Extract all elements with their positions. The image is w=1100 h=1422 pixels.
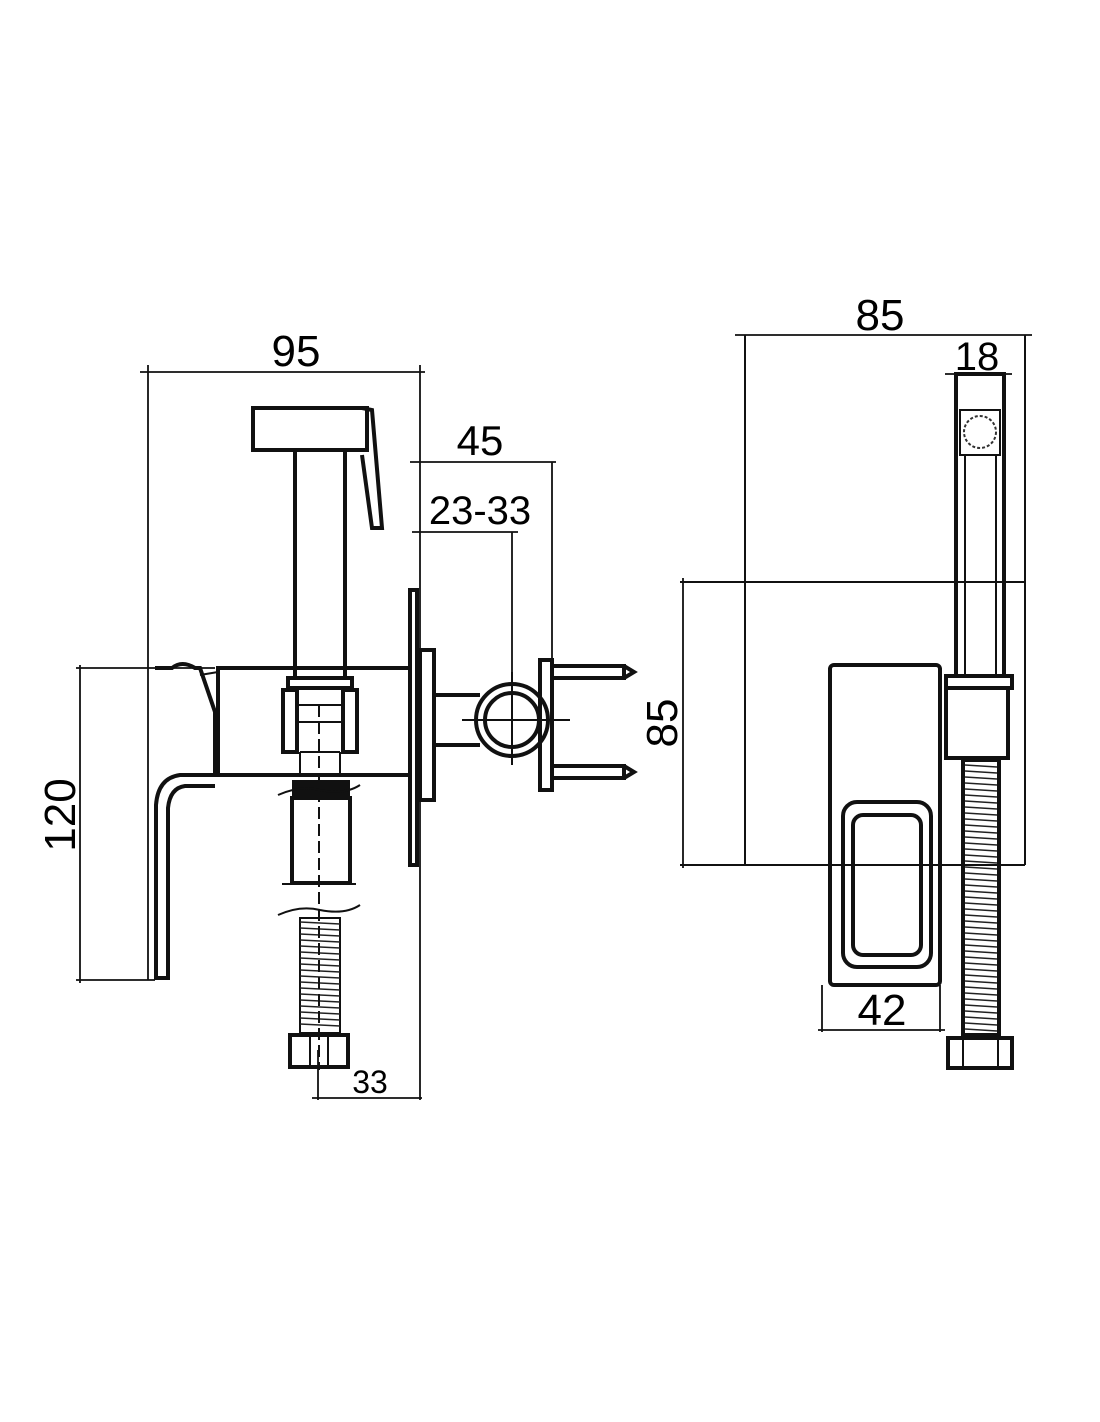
hose-coil bbox=[964, 812, 998, 816]
hose-coil bbox=[964, 818, 998, 822]
lever-handle-side bbox=[154, 662, 217, 980]
wall-holder bbox=[408, 588, 638, 867]
hose-coil bbox=[964, 890, 998, 894]
dimension-23-33: 23-33 bbox=[412, 489, 531, 690]
hose-coil bbox=[964, 896, 998, 900]
hose-coil bbox=[964, 956, 998, 960]
hose-coil bbox=[964, 872, 998, 876]
hose-coil bbox=[299, 1005, 341, 1009]
hose-coil bbox=[964, 878, 998, 882]
side-view: 95 45 23-33 120 33 bbox=[36, 327, 638, 1100]
lever-handle-front bbox=[828, 663, 942, 987]
hose-coil bbox=[964, 938, 998, 942]
dimension-label-front-width: 85 bbox=[856, 291, 905, 340]
spray-nozzle-icon bbox=[963, 415, 997, 449]
hose-coil bbox=[964, 782, 998, 786]
hand-shower-front bbox=[944, 372, 1014, 760]
hose-coil bbox=[964, 944, 998, 948]
hose-coil bbox=[964, 824, 998, 828]
hose-nut bbox=[946, 1036, 1014, 1070]
screw-top bbox=[550, 664, 638, 680]
hose-coil bbox=[964, 974, 998, 978]
hose-coil bbox=[299, 1023, 341, 1027]
dimension-42: 42 bbox=[818, 985, 945, 1035]
hand-shower-side bbox=[251, 406, 385, 678]
hose-coil bbox=[964, 788, 998, 792]
dimension-label-projection: 45 bbox=[457, 417, 504, 464]
hose-coil bbox=[964, 884, 998, 888]
hose-coil bbox=[964, 776, 998, 780]
hose-coil bbox=[964, 968, 998, 972]
dimension-label-width: 95 bbox=[272, 327, 321, 376]
dimension-label-handshower-width: 18 bbox=[955, 335, 1000, 379]
inlet-pipe bbox=[277, 705, 361, 1070]
dimension-label-outlet-offset: 33 bbox=[352, 1064, 388, 1100]
hose-coil bbox=[964, 866, 998, 870]
hose-coil bbox=[964, 860, 998, 864]
dimension-85-vertical: 85 bbox=[638, 578, 687, 868]
hose-coil bbox=[964, 986, 998, 990]
dimension-label-height: 120 bbox=[36, 778, 85, 851]
dimension-label-lever-width: 42 bbox=[858, 986, 907, 1035]
hose-coil bbox=[964, 806, 998, 810]
hose-coil bbox=[964, 962, 998, 966]
hose-coil bbox=[964, 1016, 998, 1020]
hose-coil bbox=[964, 992, 998, 996]
cartridge bbox=[281, 676, 359, 775]
hose-coil bbox=[964, 842, 998, 846]
hose-coil bbox=[964, 920, 998, 924]
hose-coil bbox=[964, 836, 998, 840]
hose-coil bbox=[964, 914, 998, 918]
hose-coil bbox=[964, 980, 998, 984]
hose-coil bbox=[964, 902, 998, 906]
dimension-33: 33 bbox=[312, 1050, 422, 1100]
hose-coil bbox=[964, 1010, 998, 1014]
dimension-45: 45 bbox=[410, 417, 556, 660]
hose-coil bbox=[964, 770, 998, 774]
hose-coil bbox=[964, 800, 998, 804]
hose-coil bbox=[964, 932, 998, 936]
hose-coil bbox=[964, 830, 998, 834]
hose-coil bbox=[299, 957, 341, 961]
hose-coil bbox=[964, 950, 998, 954]
hose-coil bbox=[964, 926, 998, 930]
hose-coil bbox=[964, 908, 998, 912]
hose-coil bbox=[299, 921, 341, 925]
dimension-120: 120 bbox=[36, 665, 215, 983]
hose-coil bbox=[964, 1028, 998, 1032]
wall-plate-front bbox=[680, 335, 1026, 866]
hose-coil bbox=[964, 1004, 998, 1008]
front-view: 85 18 85 42 bbox=[638, 291, 1032, 1070]
dimension-label-holder-range: 23-33 bbox=[429, 489, 531, 533]
hose-coil bbox=[964, 794, 998, 798]
flexible-hose-front bbox=[961, 758, 1001, 1037]
hose-coil bbox=[964, 998, 998, 1002]
hose-coil bbox=[964, 854, 998, 858]
dimension-85-horizontal: 85 bbox=[735, 291, 1032, 340]
hose-coil bbox=[964, 1022, 998, 1026]
screw-bottom bbox=[550, 764, 638, 780]
dimension-label-plate-height: 85 bbox=[638, 699, 687, 748]
hose-coil bbox=[964, 848, 998, 852]
hose-coil bbox=[964, 764, 998, 768]
hose-coil bbox=[299, 939, 341, 943]
